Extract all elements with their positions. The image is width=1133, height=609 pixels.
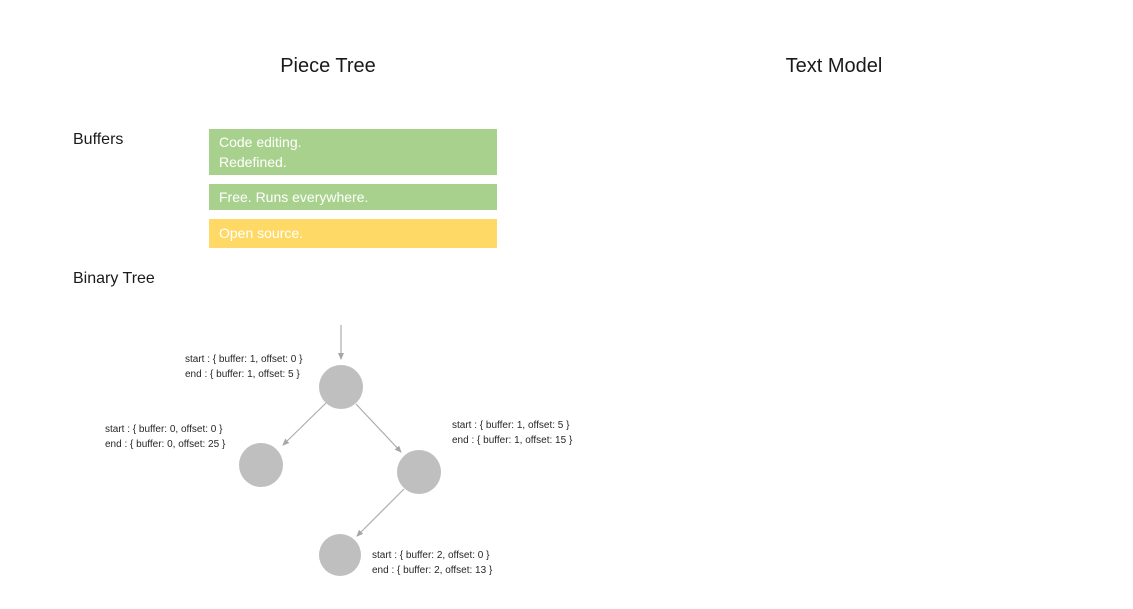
tree-node-left-child [239, 443, 283, 487]
right-child-end: end : { buffer: 1, offset: 15 } [452, 435, 573, 446]
buffer-1-line-1: Code editing. [219, 134, 302, 150]
tree-node-right-child [397, 450, 441, 494]
root-node-end: end : { buffer: 1, offset: 5 } [185, 369, 300, 380]
left-child-end: end : { buffer: 0, offset: 25 } [105, 439, 226, 450]
tree-node-root [319, 365, 363, 409]
buffer-box-1: Code editing. Redefined. [209, 129, 497, 175]
buffer-2-line-1: Free. Runs everywhere. [219, 189, 369, 205]
tree-node-bottom-child [319, 534, 361, 576]
buffers-section-label: Buffers [73, 131, 124, 148]
piece-tree-title: Piece Tree [280, 55, 376, 77]
root-node-start: start : { buffer: 1, offset: 0 } [185, 354, 303, 365]
buffer-3-line-1: Open source. [219, 225, 304, 241]
text-model-title: Text Model [785, 55, 883, 77]
root-node-label: start : { buffer: 1, offset: 0 } end : {… [185, 352, 302, 382]
buffer-1-line-2: Redefined. [219, 154, 287, 170]
bottom-child-end: end : { buffer: 2, offset: 13 } [372, 565, 493, 576]
bottom-child-start: start : { buffer: 2, offset: 0 } [372, 550, 490, 561]
right-child-label: start : { buffer: 1, offset: 5 } end : {… [452, 418, 572, 448]
right-child-start: start : { buffer: 1, offset: 5 } [452, 420, 570, 431]
edge-root-to-left-child [282, 402, 327, 446]
bottom-child-label: start : { buffer: 2, offset: 0 } end : {… [372, 548, 492, 578]
binary-tree-section-label: Binary Tree [73, 270, 155, 287]
buffer-box-3: Open source. [209, 219, 497, 248]
edge-right-child-to-bottom-child [356, 488, 405, 537]
buffer-box-2: Free. Runs everywhere. [209, 184, 497, 210]
left-child-label: start : { buffer: 0, offset: 0 } end : {… [105, 422, 225, 452]
edge-root-to-right-child [355, 403, 402, 453]
left-child-start: start : { buffer: 0, offset: 0 } [105, 424, 223, 435]
